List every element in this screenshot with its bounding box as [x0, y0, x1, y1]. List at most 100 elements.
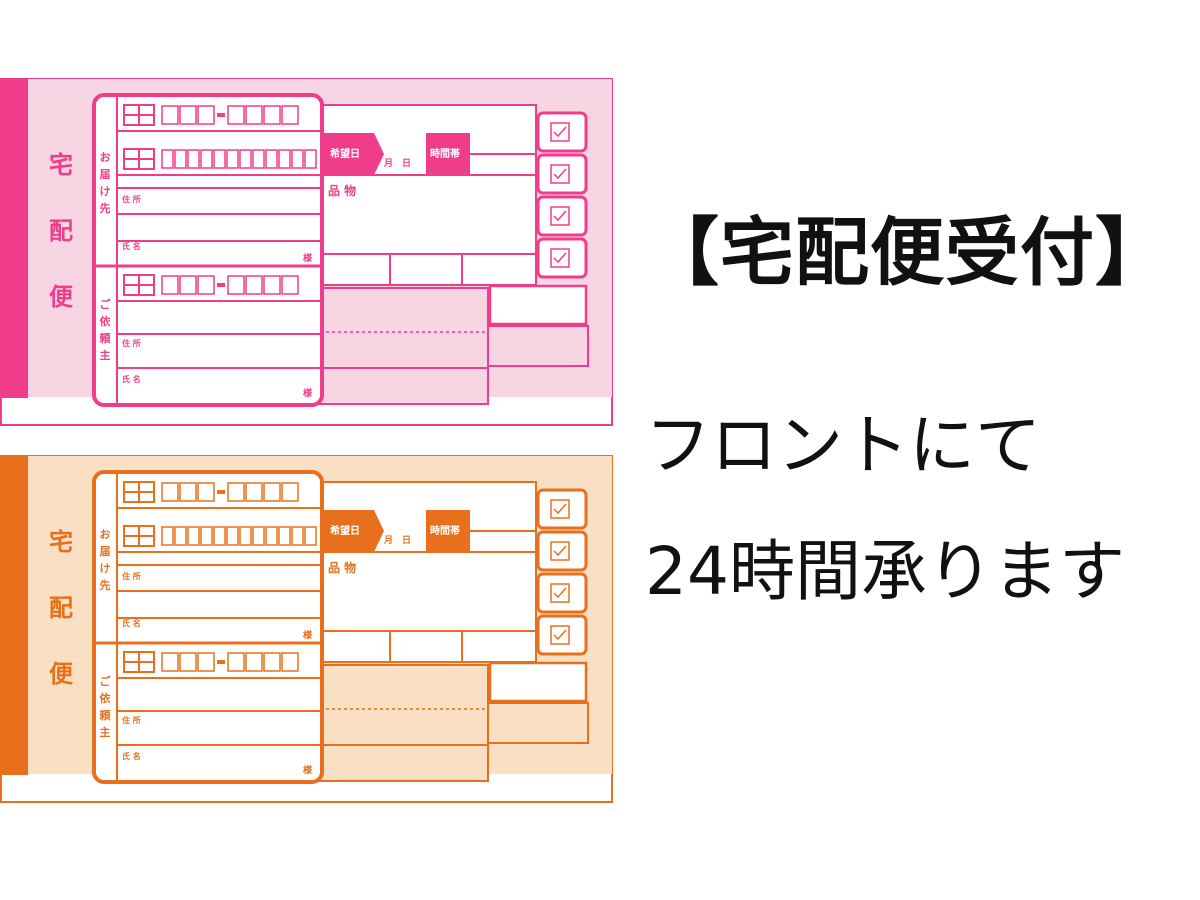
address-label: 住 所 — [122, 194, 141, 204]
date-tab-arrow — [374, 133, 384, 175]
checkbox-square — [550, 122, 570, 142]
recipient-postal-digit-box — [227, 482, 245, 502]
recipient-phone-digit-box — [200, 526, 213, 546]
front-desk-text: フロントにて — [645, 407, 1041, 484]
recipient-phone-digit-box — [278, 526, 291, 546]
slip-title-char: 配 — [49, 217, 73, 245]
recipient-phone-digit-box — [187, 149, 200, 169]
date-tab — [318, 510, 374, 552]
item-label: 品 物 — [328, 560, 356, 575]
check-mark-icon — [553, 503, 567, 515]
recipient-phone-digit-box — [213, 526, 226, 546]
recipient-postal-digit-box — [179, 482, 197, 502]
sender-postal-digit-box — [281, 652, 299, 672]
date-tab-arrow — [374, 510, 384, 552]
sender-postal-digit-box — [179, 652, 197, 672]
recipient-postal-digit-box — [245, 482, 263, 502]
honorific-label: 様 — [303, 387, 313, 399]
sender-label-char: ご — [100, 674, 112, 688]
recipient-phone-digit-box — [239, 526, 252, 546]
recipient-phone-digit-box — [161, 149, 174, 169]
recipient-postal-digit-box — [263, 482, 281, 502]
slip-title-char: 宅 — [49, 528, 73, 556]
recipient-phone-digit-box — [200, 149, 213, 169]
sender-postal-digit-box — [161, 652, 179, 672]
delivery-slip-pink: 宅配便希望日月 日時間帯品 物お届け先ご依頼主住 所住 所氏 名氏 名様様 — [0, 78, 614, 428]
recipient-label-char: 先 — [100, 578, 111, 592]
date-tab — [318, 133, 374, 175]
recipient-phone-digit-box — [174, 526, 187, 546]
right-tint-box — [487, 325, 589, 367]
recipient-postal-digit-box — [161, 482, 179, 502]
recipient-phone-digit-box — [239, 149, 252, 169]
checkbox-square — [550, 541, 570, 561]
recipient-postal-digit-box — [197, 105, 215, 125]
recipient-phone-digit-box — [174, 149, 187, 169]
sender-postal-digit-box — [245, 275, 263, 295]
recipient-label-char: 先 — [100, 201, 111, 215]
address-label: 住 所 — [122, 571, 141, 581]
check-mark-icon — [553, 252, 567, 264]
recipient-phone-digit-box — [265, 149, 278, 169]
checkbox-square — [550, 583, 570, 603]
recipient-phone-digit-box — [213, 149, 226, 169]
name-label: 氏 名 — [122, 618, 141, 628]
sender-postal-digit-box — [281, 275, 299, 295]
check-mark-icon — [553, 629, 567, 641]
right-white-box — [488, 284, 588, 326]
desired-date-label: 希望日 — [329, 147, 360, 160]
sender-postal-digit-box — [245, 652, 263, 672]
checkbox-square — [550, 499, 570, 519]
service-heading: 【宅配便受付】 — [645, 210, 1170, 296]
address-frame — [92, 470, 324, 784]
checkbox-square — [550, 206, 570, 226]
check-mark-icon — [553, 545, 567, 557]
recipient-label-char: お — [100, 528, 111, 541]
slip-title-char: 配 — [49, 594, 73, 622]
honorific-label: 様 — [303, 629, 313, 641]
recipient-phone-digit-box — [161, 526, 174, 546]
address-label: 住 所 — [122, 338, 141, 348]
recipient-postal-digit-box — [281, 105, 299, 125]
recipient-postal-digit-box — [245, 105, 263, 125]
recipient-phone-digit-box — [291, 149, 304, 169]
name-label: 氏 名 — [122, 751, 141, 761]
recipient-postal-hyphen — [217, 113, 225, 117]
item-label: 品 物 — [328, 183, 356, 198]
name-label: 氏 名 — [122, 374, 141, 384]
recipient-postal-digit-box — [161, 105, 179, 125]
sender-label-char: 依 — [100, 691, 112, 705]
sender-postal-digit-box — [263, 652, 281, 672]
recipient-postal-digit-box — [263, 105, 281, 125]
slip-title-char: 宅 — [49, 151, 73, 179]
recipient-label-char: け — [100, 185, 111, 198]
recipient-phone-digit-box — [226, 526, 239, 546]
honorific-label: 様 — [303, 764, 313, 776]
sender-postal-hyphen — [217, 660, 225, 664]
recipient-phone-digit-box — [304, 149, 317, 169]
slip-accent-strip — [0, 455, 28, 775]
sender-postal-digit-box — [227, 652, 245, 672]
slip-accent-strip — [0, 78, 28, 398]
recipient-postal-digit-box — [227, 105, 245, 125]
check-mark-icon — [553, 587, 567, 599]
address-frame — [92, 93, 324, 407]
right-tint-box — [487, 702, 589, 744]
recipient-phone-digit-box — [226, 149, 239, 169]
desired-date-label: 希望日 — [329, 524, 360, 537]
delivery-slip-orange: 宅配便希望日月 日時間帯品 物お届け先ご依頼主住 所住 所氏 名氏 名様様 — [0, 455, 614, 805]
right-white-box — [488, 661, 588, 703]
month-day-label: 月 日 — [383, 535, 411, 546]
sender-label-char: ご — [100, 297, 112, 311]
recipient-label-char: お — [100, 151, 111, 164]
lower-middle-block — [317, 287, 489, 405]
recipient-postal-digit-box — [179, 105, 197, 125]
slip-title-char: 便 — [49, 660, 74, 688]
honorific-label: 様 — [303, 252, 313, 264]
recipient-phone-digit-box — [278, 149, 291, 169]
recipient-postal-digit-box — [197, 482, 215, 502]
time-slot-tab — [426, 133, 470, 175]
recipient-label-char: け — [100, 562, 111, 575]
